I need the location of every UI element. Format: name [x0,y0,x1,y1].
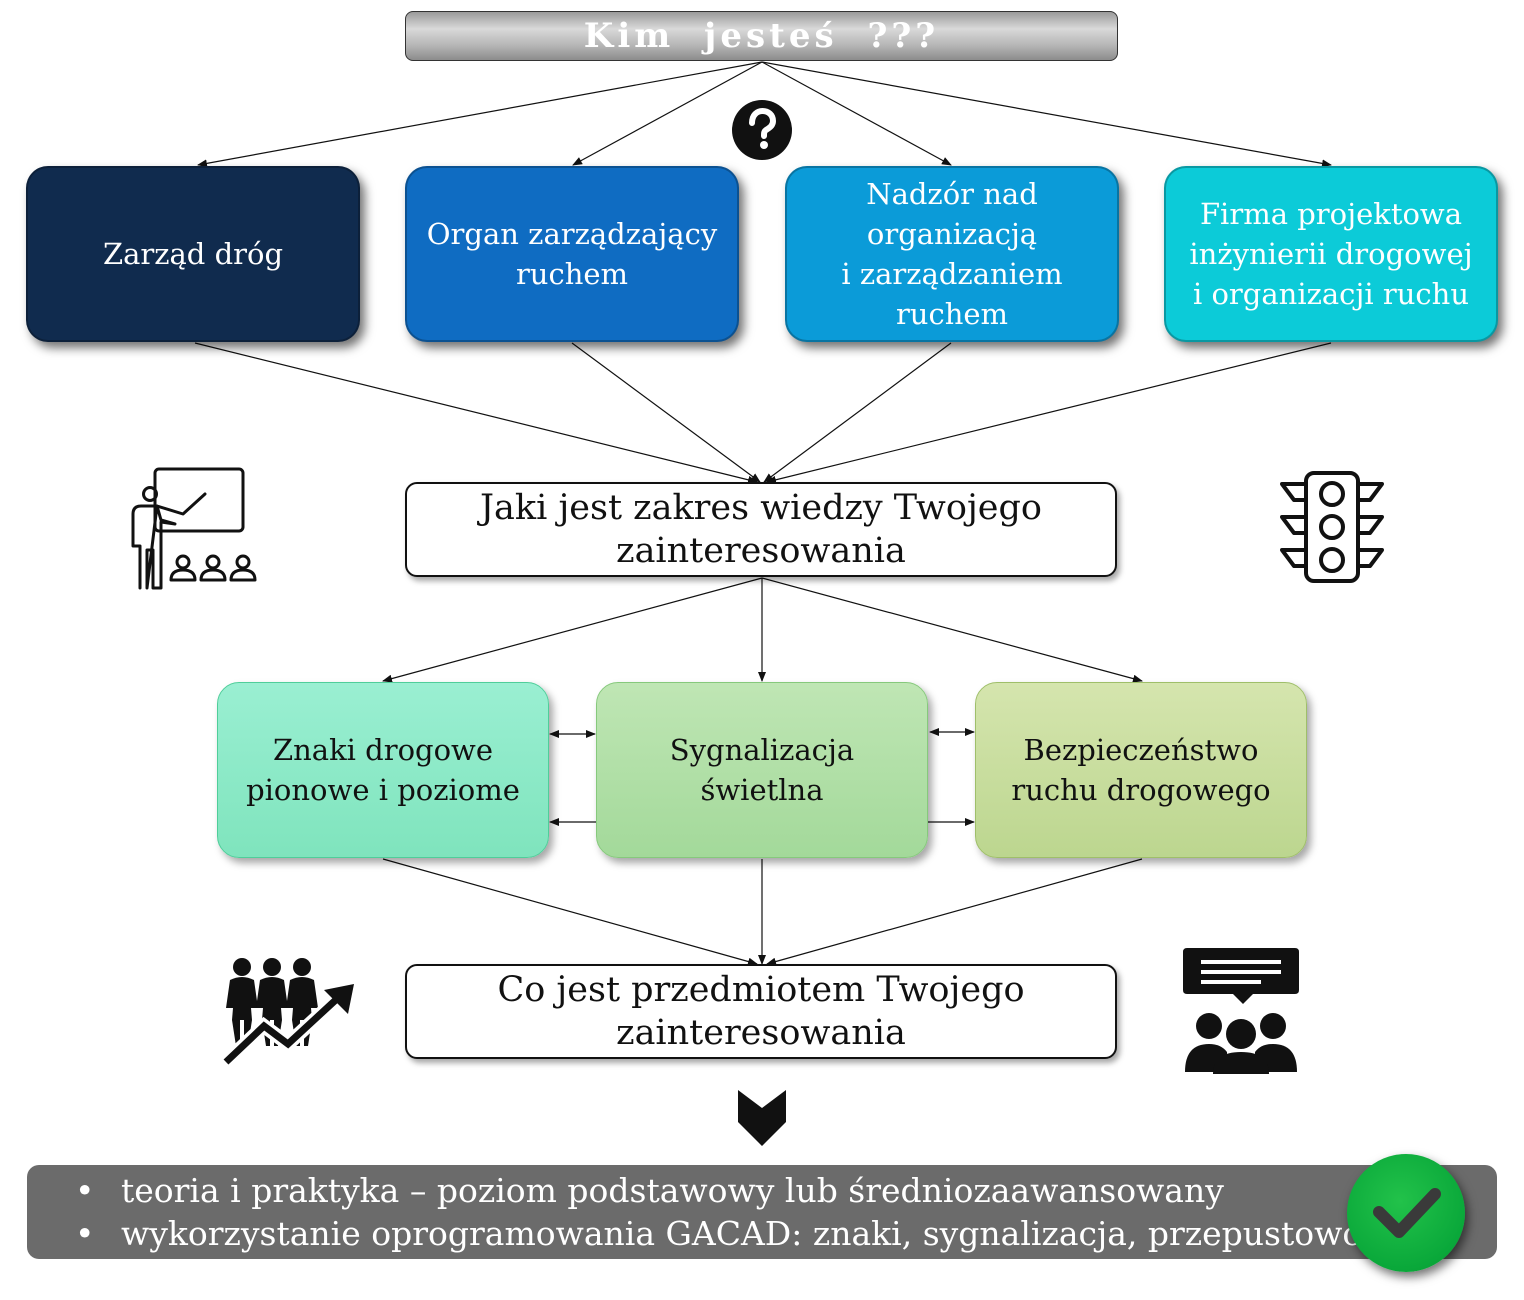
subject-question-text: Co jest przedmiotem Twojego zainteresowa… [497,969,1025,1053]
checkmark-icon [1347,1154,1465,1272]
teacher-icon [131,467,257,590]
subject-question: Co jest przedmiotem Twojego zainteresowa… [405,964,1117,1059]
topic-label: Bezpieczeństwo ruchu drogowego [1011,733,1271,807]
knowledge-scope-text: Jaki jest zakres wiedzy Twojego zaintere… [480,487,1042,571]
result-item: teoria i praktyka – poziom podstawowy lu… [75,1169,1497,1212]
topic-box-road-safety[interactable]: Bezpieczeństwo ruchu drogowego [975,682,1307,858]
result-item: wykorzystanie oprogramowania GACAD: znak… [75,1212,1497,1255]
role-label: Firma projektowa inżynierii drogowej i o… [1189,197,1473,311]
role-box-traffic-supervision[interactable]: Nadzór nad organizacją i zarządzaniem ru… [785,166,1119,342]
role-label: Zarząd dróg [102,237,284,271]
topic-label: Znaki drogowe pionowe i poziome [246,733,520,807]
role-box-road-authority[interactable]: Zarząd dróg [26,166,360,342]
topic-label: Sygnalizacja świetlna [669,733,855,807]
role-box-traffic-management-body[interactable]: Organ zarządzający ruchem [405,166,739,342]
chevron-down-icon [738,1090,786,1146]
title-banner: Kim jesteś ??? [405,11,1118,61]
team-growth-icon [221,958,354,1068]
role-label: Nadzór nad organizacją i zarządzaniem ru… [841,177,1063,331]
knowledge-scope-question: Jaki jest zakres wiedzy Twojego zaintere… [405,482,1117,577]
role-box-design-company[interactable]: Firma projektowa inżynierii drogowej i o… [1164,166,1498,342]
question-icon [732,100,792,160]
topic-box-traffic-signals[interactable]: Sygnalizacja świetlna [596,682,928,858]
traffic-light-icon [1280,471,1384,583]
result-list: teoria i praktyka – poziom podstawowy lu… [75,1169,1497,1255]
role-label: Organ zarządzający ruchem [426,217,718,291]
result-panel: teoria i praktyka – poziom podstawowy lu… [27,1165,1497,1259]
title-text: Kim jesteś ??? [583,16,940,56]
topic-box-road-signs[interactable]: Znaki drogowe pionowe i poziome [217,682,549,858]
group-discussion-icon [1183,948,1299,1074]
